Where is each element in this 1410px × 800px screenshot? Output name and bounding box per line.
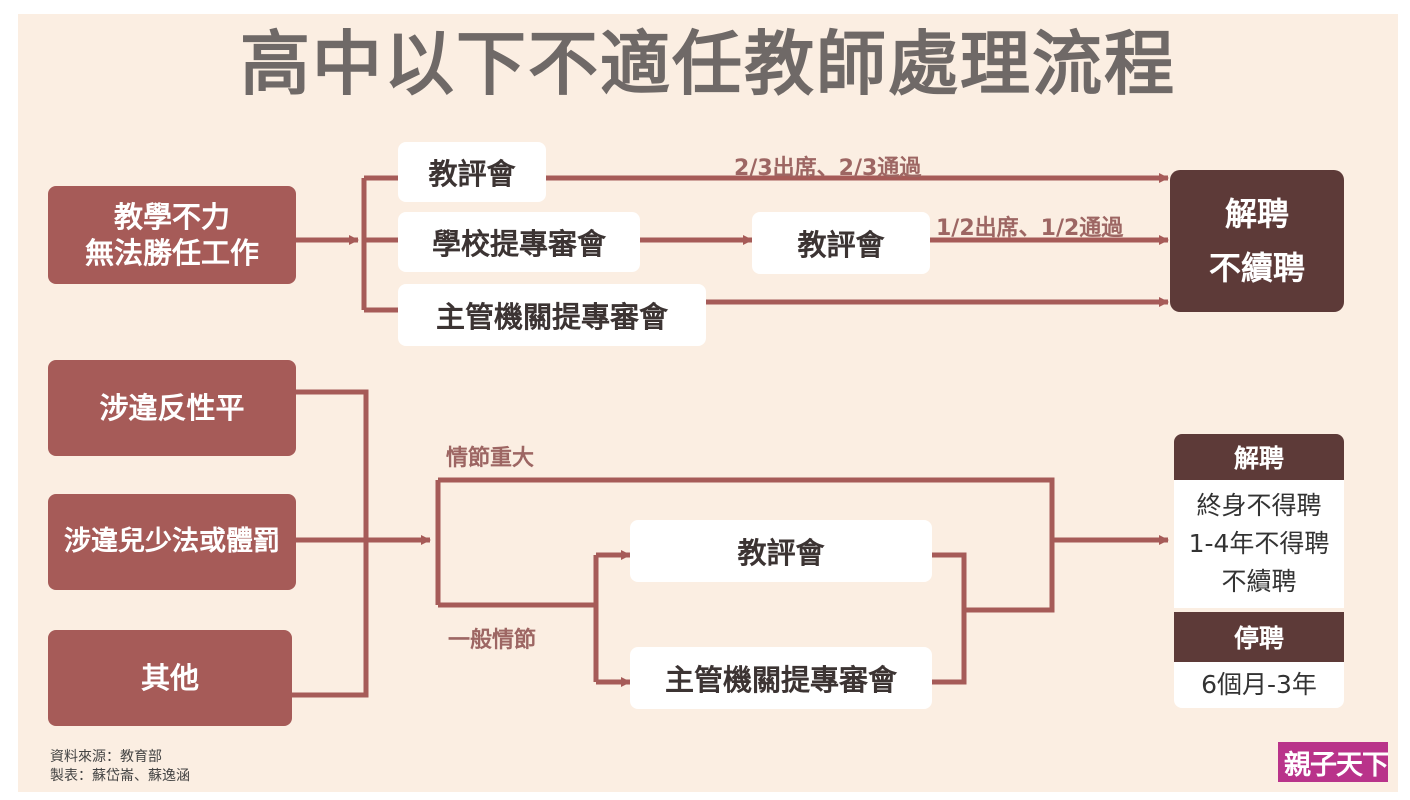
outcome-line-2: 不續聘 <box>1208 249 1305 287</box>
cause-line-1: 教學不力 <box>113 200 230 234</box>
outcome-dismissal: 解聘 不續聘 <box>1170 170 1344 312</box>
outcome-suspension-duration: 6個月-3年 <box>1174 662 1344 708</box>
page-title: 高中以下不適任教師處理流程 <box>240 23 1176 105</box>
connector-node-1-out <box>932 552 967 685</box>
credit-line: 製表：蘇岱崙、蘇逸涵 <box>50 768 190 784</box>
node-teacher-committee-a: 教評會 <box>398 142 546 202</box>
label-quorum-b: 1/2出席、1/2通過 <box>936 216 1124 241</box>
label-serious: 情節重大 <box>446 446 535 471</box>
node-school-review: 學校提專審會 <box>398 212 640 272</box>
connector-causes-merge <box>292 389 369 698</box>
cause-incompetence: 教學不力 無法勝任工作 <box>48 186 296 284</box>
cause-gender-equity: 涉違反性平 <box>48 360 296 456</box>
connector-node-join <box>964 540 1055 613</box>
node-teacher-committee-b: 教評會 <box>752 212 930 274</box>
cause-line-2: 無法勝任工作 <box>84 236 259 270</box>
outcome-dismissal-items: 終身不得聘 1-4年不得聘 不續聘 <box>1174 480 1344 608</box>
brand-logo-text: 親子天下 <box>1284 749 1389 781</box>
outcome-head-suspension: 停聘 <box>1174 612 1344 662</box>
cause-other: 其他 <box>48 630 292 726</box>
node-authority-review-a: 主管機關提專審會 <box>398 284 706 346</box>
label-general: 一般情節 <box>448 628 537 653</box>
node-authority-review-b: 主管機關提專審會 <box>630 647 932 709</box>
label-quorum-a: 2/3出席、2/3通過 <box>734 156 922 181</box>
brand-logo: 親子天下 <box>1278 742 1389 782</box>
outcome-item-years: 1-4年不得聘 <box>1188 529 1330 558</box>
source-note: 資料來源：教育部 製表：蘇岱崙、蘇逸涵 <box>50 748 190 786</box>
source-line: 資料來源：教育部 <box>50 749 162 765</box>
outcome-item-lifetime: 終身不得聘 <box>1196 491 1322 520</box>
connector-serious-path <box>438 477 1055 540</box>
node-teacher-committee-c: 教評會 <box>630 520 932 582</box>
cause-child-protection: 涉違兒少法或體罰 <box>48 494 296 590</box>
outcome-item-nonrenewal: 不續聘 <box>1221 567 1297 596</box>
outcome-line-1: 解聘 <box>1224 195 1289 233</box>
outcome-head-dismissal: 解聘 <box>1174 434 1344 480</box>
